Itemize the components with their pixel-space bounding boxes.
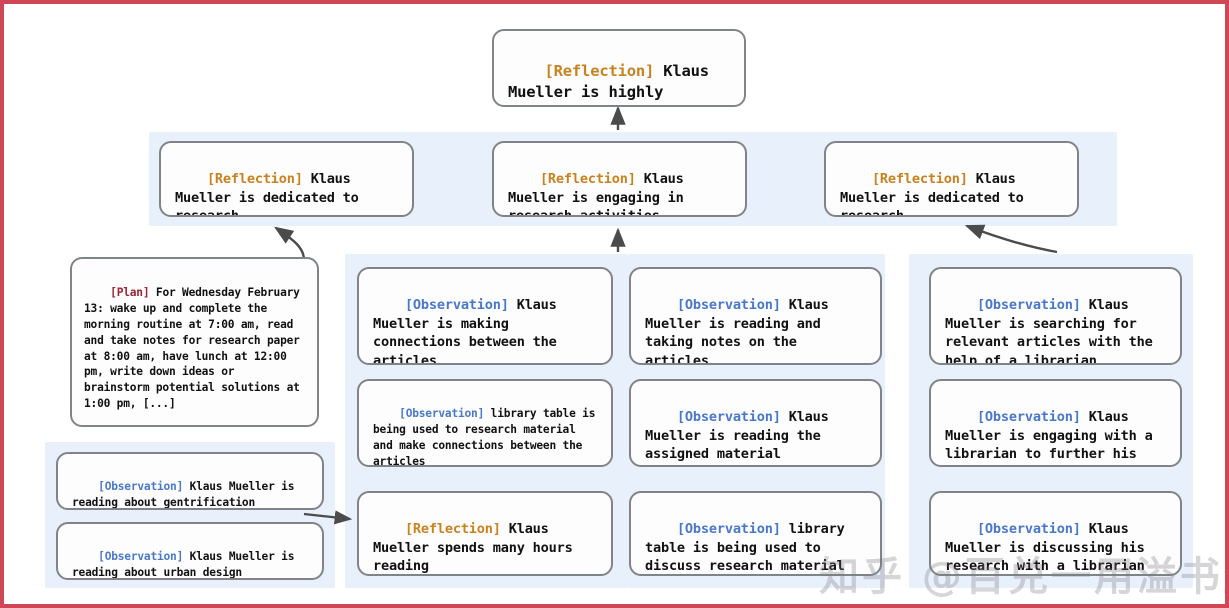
node-column-a-2[interactable]: [Observation] library table is being use…: [357, 379, 613, 467]
node-text: Klaus Mueller is dedicated to research: [840, 171, 1032, 217]
node-column-a-3[interactable]: [Reflection] Klaus Mueller spends many h…: [357, 491, 613, 576]
node-root-reflection[interactable]: [Reflection] Klaus Mueller is highly ded…: [492, 29, 746, 107]
node-text: Klaus Mueller is reading the assigned ma…: [645, 409, 837, 463]
node-column-b-2[interactable]: [Observation] Klaus Mueller is reading t…: [629, 379, 882, 467]
node-text: library table is being used to discuss r…: [645, 521, 853, 575]
node-column-b-3[interactable]: [Observation] library table is being use…: [629, 491, 882, 576]
node-text: Klaus Mueller is highly dedicated to res…: [508, 62, 709, 105]
node-reflection-right[interactable]: [Reflection] Klaus Mueller is dedicated …: [824, 141, 1079, 217]
node-text: Klaus Mueller is searching for relevant …: [945, 297, 1161, 365]
node-tag: [Observation]: [976, 297, 1081, 314]
node-tag: [Observation]: [976, 521, 1081, 538]
node-tag: [Reflection]: [871, 171, 968, 188]
node-tag: [Observation]: [676, 521, 781, 538]
node-tag: [Observation]: [404, 297, 509, 314]
node-text: Klaus Mueller is discussing his research…: [945, 521, 1153, 575]
node-text: Klaus Mueller is reading about urban des…: [72, 549, 301, 579]
node-column-c-2[interactable]: [Observation] Klaus Mueller is engaging …: [929, 379, 1182, 467]
node-reflection-middle[interactable]: [Reflection] Klaus Mueller is engaging i…: [492, 141, 747, 217]
node-text: Klaus Mueller is dedicated to research: [175, 171, 367, 217]
node-tag: [Observation]: [676, 297, 781, 314]
node-column-a-1[interactable]: [Observation] Klaus Mueller is making co…: [357, 267, 613, 365]
node-text: Klaus Mueller is engaging in research ac…: [508, 171, 692, 217]
node-plan[interactable]: [Plan] For Wednesday February 13: wake u…: [70, 257, 319, 427]
node-tag: [Reflection]: [539, 171, 636, 188]
node-tag: [Plan]: [110, 285, 150, 299]
node-text: Klaus Mueller is reading and taking note…: [645, 297, 837, 365]
node-tag: [Observation]: [98, 479, 184, 493]
arrow-column-c-to-right-reflection: [964, 224, 1058, 254]
node-tag: [Observation]: [399, 406, 485, 420]
node-text: For Wednesday February 13: wake up and c…: [84, 285, 307, 411]
node-tag: [Observation]: [98, 549, 184, 563]
node-reflection-left[interactable]: [Reflection] Klaus Mueller is dedicated …: [159, 141, 414, 217]
node-tag: [Observation]: [676, 409, 781, 426]
node-text: Klaus Mueller is making connections betw…: [373, 297, 565, 365]
node-text: Klaus Mueller spends many hours reading: [373, 521, 581, 575]
node-left-observation-2[interactable]: [Observation] Klaus Mueller is reading a…: [56, 522, 324, 580]
arrow-plan-to-left-reflection: [274, 226, 306, 261]
node-column-c-3[interactable]: [Observation] Klaus Mueller is discussin…: [929, 491, 1182, 576]
node-tag: [Observation]: [976, 409, 1081, 426]
node-column-c-1[interactable]: [Observation] Klaus Mueller is searching…: [929, 267, 1182, 365]
node-tag: [Reflection]: [404, 521, 501, 538]
zhihu-watermark: 知乎 @百兑一用溢书生: [819, 554, 1229, 600]
node-text: Klaus Mueller is engaging with a librari…: [945, 409, 1153, 465]
node-text: Klaus Mueller is reading about gentrific…: [72, 479, 301, 509]
node-text: library table is being used to research …: [373, 406, 602, 467]
node-column-b-1[interactable]: [Observation] Klaus Mueller is reading a…: [629, 267, 882, 365]
node-tag: [Reflection]: [544, 62, 655, 81]
node-tag: [Reflection]: [206, 171, 303, 188]
node-left-observation-1[interactable]: [Observation] Klaus Mueller is reading a…: [56, 452, 324, 510]
